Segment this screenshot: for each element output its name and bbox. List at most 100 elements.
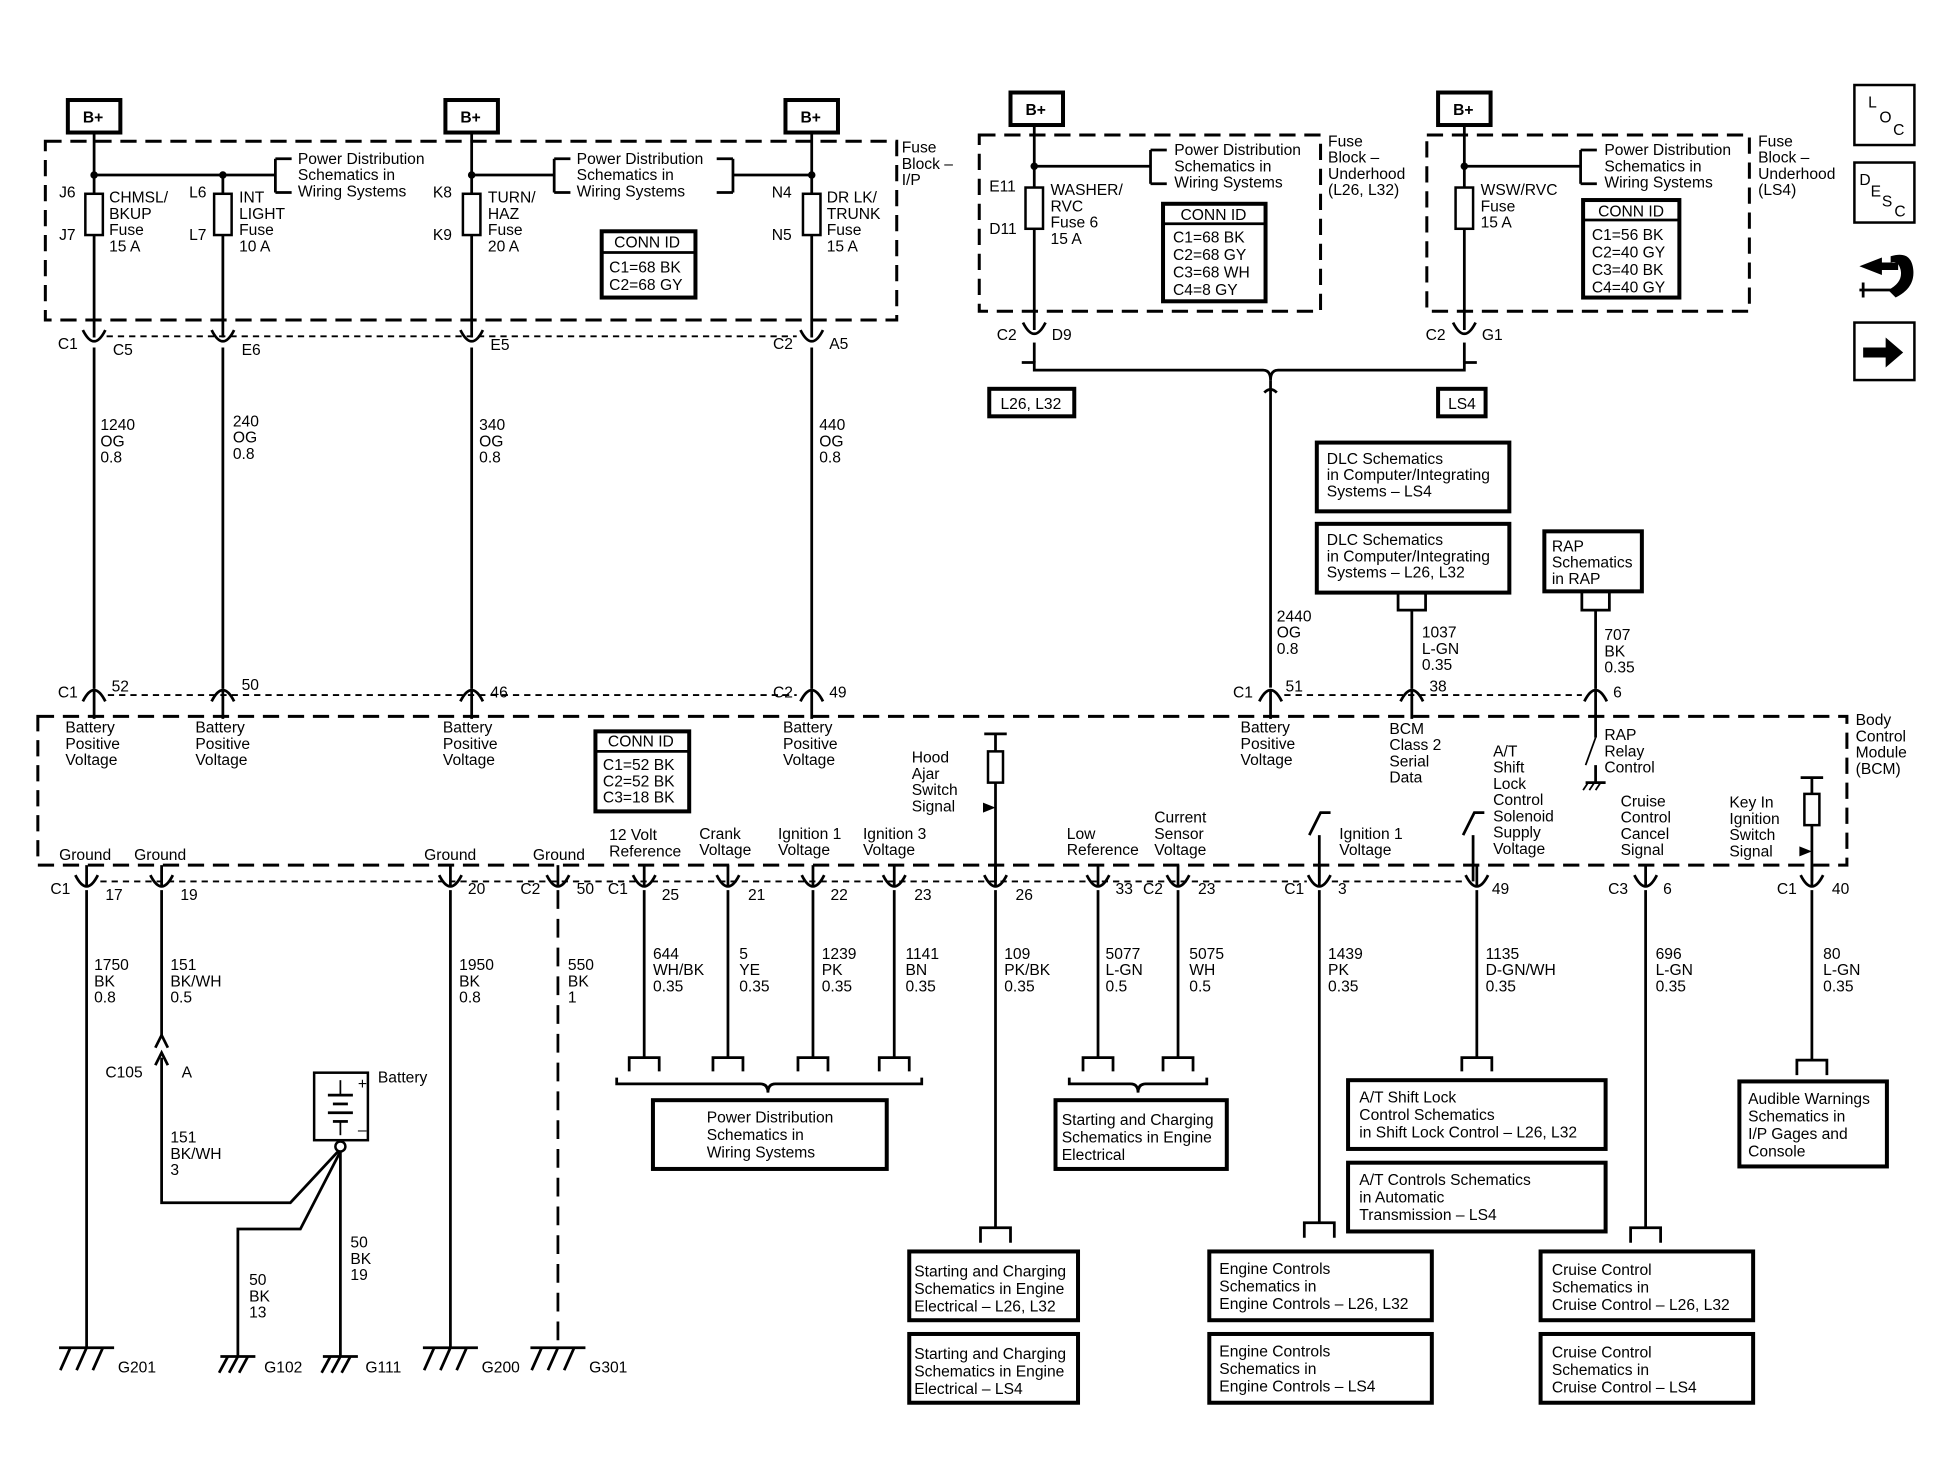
fuse-icon bbox=[461, 192, 482, 237]
connector-label: C1 bbox=[1284, 881, 1304, 898]
wire-label: 1037 bbox=[1422, 625, 1457, 642]
ref-text: Cruise Control – LS4 bbox=[1552, 1380, 1697, 1397]
power-dist-ref-label[interactable]: Wiring Systems bbox=[298, 183, 407, 200]
dlc-ls4-ref[interactable] bbox=[1314, 440, 1512, 514]
power-dist-ref-label[interactable]: Wiring Systems bbox=[1604, 175, 1713, 192]
starting-charging-ls4-ref[interactable] bbox=[907, 1331, 1081, 1405]
pin-label: 22 bbox=[830, 887, 847, 904]
bottom-wires: 1750 BK 0.8 151 BK/WH 0.5 C105 A 151 BK/… bbox=[85, 890, 1889, 1405]
power-dist-ref-label[interactable]: Schematics in bbox=[577, 167, 674, 184]
fuse-pin-label: K9 bbox=[433, 227, 452, 244]
wire-label: 1240 bbox=[100, 417, 135, 434]
power-dist-ref-label[interactable]: Power Distribution bbox=[1604, 142, 1731, 159]
pin-label: 20 bbox=[468, 881, 486, 898]
wire-label: OG bbox=[479, 433, 503, 450]
connector-label: C2 bbox=[520, 881, 540, 898]
power-dist-ref-label[interactable]: Wiring Systems bbox=[1174, 175, 1283, 192]
fuse-pin-label: D11 bbox=[989, 221, 1016, 238]
b-plus-label: B+ bbox=[460, 110, 480, 127]
power-dist-ref-label[interactable]: Schematics in bbox=[1174, 158, 1271, 175]
minus-sign: – bbox=[358, 1122, 367, 1139]
ref-text: in RAP bbox=[1552, 571, 1601, 588]
audible-warnings-ref[interactable] bbox=[1737, 1079, 1889, 1169]
pin-function: Ground bbox=[134, 847, 186, 864]
pin-function: Positive bbox=[783, 736, 838, 753]
pin-function: Battery bbox=[65, 720, 115, 737]
engine-controls-l26-ref[interactable] bbox=[1207, 1249, 1434, 1323]
loc-letter: O bbox=[1879, 110, 1891, 127]
pin-label: 3 bbox=[1338, 881, 1347, 898]
cruise-control-l26-ref[interactable] bbox=[1538, 1249, 1756, 1323]
ref-text: A/T Shift Lock bbox=[1359, 1090, 1456, 1107]
conn-id-title: CONN ID bbox=[1181, 207, 1247, 224]
wire-label: 0.5 bbox=[1106, 978, 1128, 995]
pin-function: Switch bbox=[1729, 827, 1775, 844]
power-dist-ref-label[interactable]: Wiring Systems bbox=[577, 183, 686, 200]
battery-label: Battery bbox=[378, 1070, 428, 1087]
power-dist-ref[interactable] bbox=[650, 1098, 889, 1171]
pin-function: Cancel bbox=[1621, 826, 1670, 843]
wire-label: PK bbox=[1328, 962, 1349, 979]
conn-id-line: C1=68 BK bbox=[609, 260, 681, 277]
wire-label: D-GN/WH bbox=[1486, 962, 1556, 979]
at-controls-ls4-ref[interactable] bbox=[1346, 1160, 1608, 1234]
fuse-pin-label: N5 bbox=[772, 227, 792, 244]
power-dist-ref-label[interactable]: Power Distribution bbox=[298, 151, 425, 168]
resistor-icon bbox=[986, 750, 1005, 784]
conn-id-line: C4=40 GY bbox=[1592, 280, 1666, 297]
power-dist-ref-label[interactable]: Power Distribution bbox=[1174, 142, 1301, 159]
wire-label: 0.8 bbox=[479, 450, 501, 467]
wire-label: 0.35 bbox=[905, 978, 936, 995]
ref-text: A/T Controls Schematics bbox=[1359, 1172, 1531, 1189]
connector-label: C1 bbox=[58, 336, 78, 353]
pin-function: Data bbox=[1389, 770, 1422, 787]
starting-charging-l26-ref[interactable] bbox=[907, 1249, 1081, 1323]
desc-icon[interactable] bbox=[1853, 161, 1916, 224]
option-tag-label: L26, L32 bbox=[1001, 396, 1062, 413]
fuse-name: Fuse bbox=[239, 222, 274, 239]
fuse-name: 15 A bbox=[1051, 231, 1083, 248]
power-dist-ref-label[interactable]: Power Distribution bbox=[577, 151, 704, 168]
power-dist-ref-label[interactable]: Schematics in bbox=[298, 167, 395, 184]
starting-charging-ref[interactable] bbox=[1053, 1098, 1229, 1171]
engine-controls-ls4-ref[interactable] bbox=[1207, 1331, 1434, 1405]
wire-label: 707 bbox=[1604, 627, 1630, 644]
ref-text: Cruise Control – L26, L32 bbox=[1552, 1297, 1730, 1314]
loc-icon[interactable] bbox=[1853, 83, 1916, 147]
cruise-control-ls4-ref[interactable] bbox=[1538, 1331, 1756, 1405]
pin-function: Serial bbox=[1389, 753, 1429, 770]
ground-icon bbox=[59, 1346, 115, 1371]
connector-label: C1 bbox=[1777, 881, 1797, 898]
pin-function: Voltage bbox=[1493, 841, 1545, 858]
wire-label: 0.35 bbox=[1823, 978, 1854, 995]
wire-label: 50 bbox=[350, 1235, 368, 1252]
ref-text: Electrical bbox=[1062, 1147, 1125, 1164]
pin-function: Relay bbox=[1604, 743, 1644, 760]
connector-label: C2 bbox=[1143, 881, 1163, 898]
pin-function: Voltage bbox=[443, 752, 495, 769]
at-shift-lock-ref[interactable] bbox=[1346, 1078, 1608, 1151]
pin-function: RAP bbox=[1604, 727, 1636, 744]
pin-label: 19 bbox=[180, 887, 197, 904]
fuse-block-underhood-l26: Fuse Block – Underhood (L26, L32) B+ Pow… bbox=[977, 90, 1405, 419]
wire-label: L-GN bbox=[1422, 641, 1459, 658]
power-dist-ref-label[interactable]: Schematics in bbox=[1604, 158, 1701, 175]
rap-ref[interactable] bbox=[1542, 529, 1644, 594]
ref-text: in Computer/Integrating bbox=[1327, 467, 1490, 484]
fuse-name: HAZ bbox=[488, 206, 520, 223]
fuse-pin-label: J7 bbox=[59, 227, 75, 244]
wire-label: 1950 bbox=[459, 957, 494, 974]
pin-function: Voltage bbox=[1241, 752, 1293, 769]
dlc-l26-ref[interactable] bbox=[1314, 521, 1512, 595]
ground-label: G102 bbox=[264, 1360, 302, 1377]
b-plus-label: B+ bbox=[1453, 102, 1473, 119]
ground-icon bbox=[320, 1355, 358, 1374]
fuse-pin-label: N4 bbox=[772, 185, 792, 202]
wire-label: 240 bbox=[233, 413, 259, 430]
tools-icon[interactable] bbox=[1859, 254, 1914, 298]
side-icons: L O C D E S C bbox=[1853, 83, 1916, 382]
ref-text: Systems – L26, L32 bbox=[1327, 565, 1465, 582]
pin-label: C5 bbox=[113, 342, 133, 359]
connector-label: C1 bbox=[50, 881, 70, 898]
